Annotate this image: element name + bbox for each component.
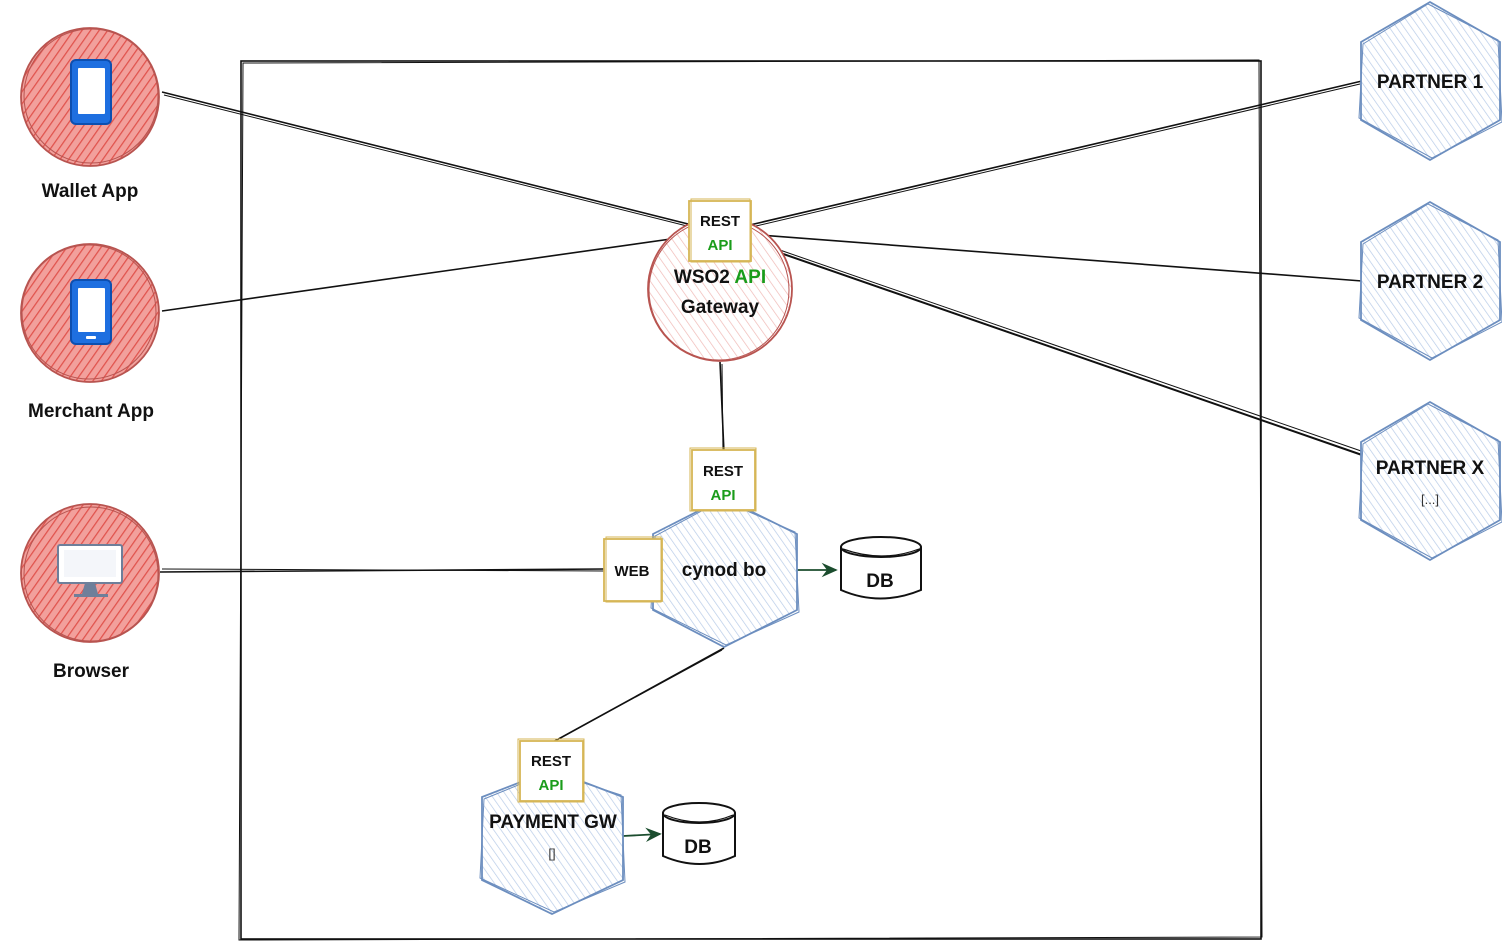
gateway-title-api: API — [734, 267, 766, 288]
arrow-payment-to-db — [622, 827, 662, 842]
payment-rest-api-port[interactable]: REST API — [517, 738, 585, 803]
gateway-port-rest: REST — [700, 213, 740, 230]
partner-x-label: PARTNER X — [1376, 458, 1485, 479]
partner-x[interactable]: PARTNER X [...] — [1358, 400, 1502, 562]
backoffice-port-rest: REST — [703, 463, 743, 480]
svg-text:WSO2 API: WSO2 API — [674, 267, 766, 288]
wso2-api-gateway[interactable]: WSO2 API Gateway — [647, 216, 793, 362]
mobile-phone-icon — [70, 279, 112, 345]
gateway-rest-api-port[interactable]: REST API — [688, 198, 752, 263]
monitor-icon — [57, 544, 123, 597]
backoffice-web-port[interactable]: WEB — [603, 536, 663, 603]
line-merchant-to-gateway — [161, 231, 721, 312]
system-boundary — [238, 59, 1263, 941]
partner-1[interactable]: PARTNER 1 — [1358, 0, 1502, 162]
partner-x-sublabel: [...] — [1421, 492, 1439, 507]
partner-2[interactable]: PARTNER 2 — [1358, 200, 1502, 362]
partner-2-label: PARTNER 2 — [1377, 272, 1483, 293]
payment-db-label: DB — [684, 837, 711, 858]
line-wallet-to-gateway — [161, 91, 721, 233]
partner-1-label: PARTNER 1 — [1377, 72, 1484, 93]
client-merchant-app[interactable]: Merchant App — [20, 243, 160, 422]
payment-gw-sublabel: [] — [548, 846, 555, 861]
line-browser-to-backoffice — [159, 568, 605, 573]
payment-gw-label: PAYMENT GW — [489, 812, 617, 833]
line-gateway-to-partner-2 — [719, 231, 1363, 282]
payment-port-api: API — [538, 777, 563, 794]
line-gateway-to-partner-1 — [719, 80, 1363, 233]
backoffice-db[interactable]: DB — [840, 536, 922, 600]
backoffice-port-web: WEB — [615, 563, 650, 580]
backoffice-rest-api-port[interactable]: REST API — [689, 447, 757, 512]
payment-port-rest: REST — [531, 753, 571, 770]
cynod-bo-service[interactable]: cynod bo — [650, 496, 800, 649]
client-browser[interactable]: Browser — [20, 503, 160, 682]
backoffice-port-api: API — [710, 487, 735, 504]
gateway-title-prefix: WSO2 — [674, 267, 735, 288]
payment-db[interactable]: DB — [662, 802, 736, 865]
backoffice-label: cynod bo — [682, 560, 766, 581]
connections — [159, 80, 1365, 743]
payment-gw-service[interactable]: PAYMENT GW [] — [479, 769, 626, 915]
client-wallet-app[interactable]: Wallet App — [20, 27, 160, 202]
backoffice-db-label: DB — [866, 571, 893, 592]
browser-label: Browser — [53, 661, 130, 682]
db-arrows — [622, 562, 838, 842]
wallet-app-label: Wallet App — [42, 181, 139, 202]
line-gateway-to-partner-x — [719, 231, 1363, 456]
merchant-app-label: Merchant App — [28, 401, 154, 422]
gateway-port-api: API — [707, 237, 732, 254]
mobile-phone-icon — [70, 59, 112, 125]
gateway-subtitle: Gateway — [681, 297, 760, 318]
